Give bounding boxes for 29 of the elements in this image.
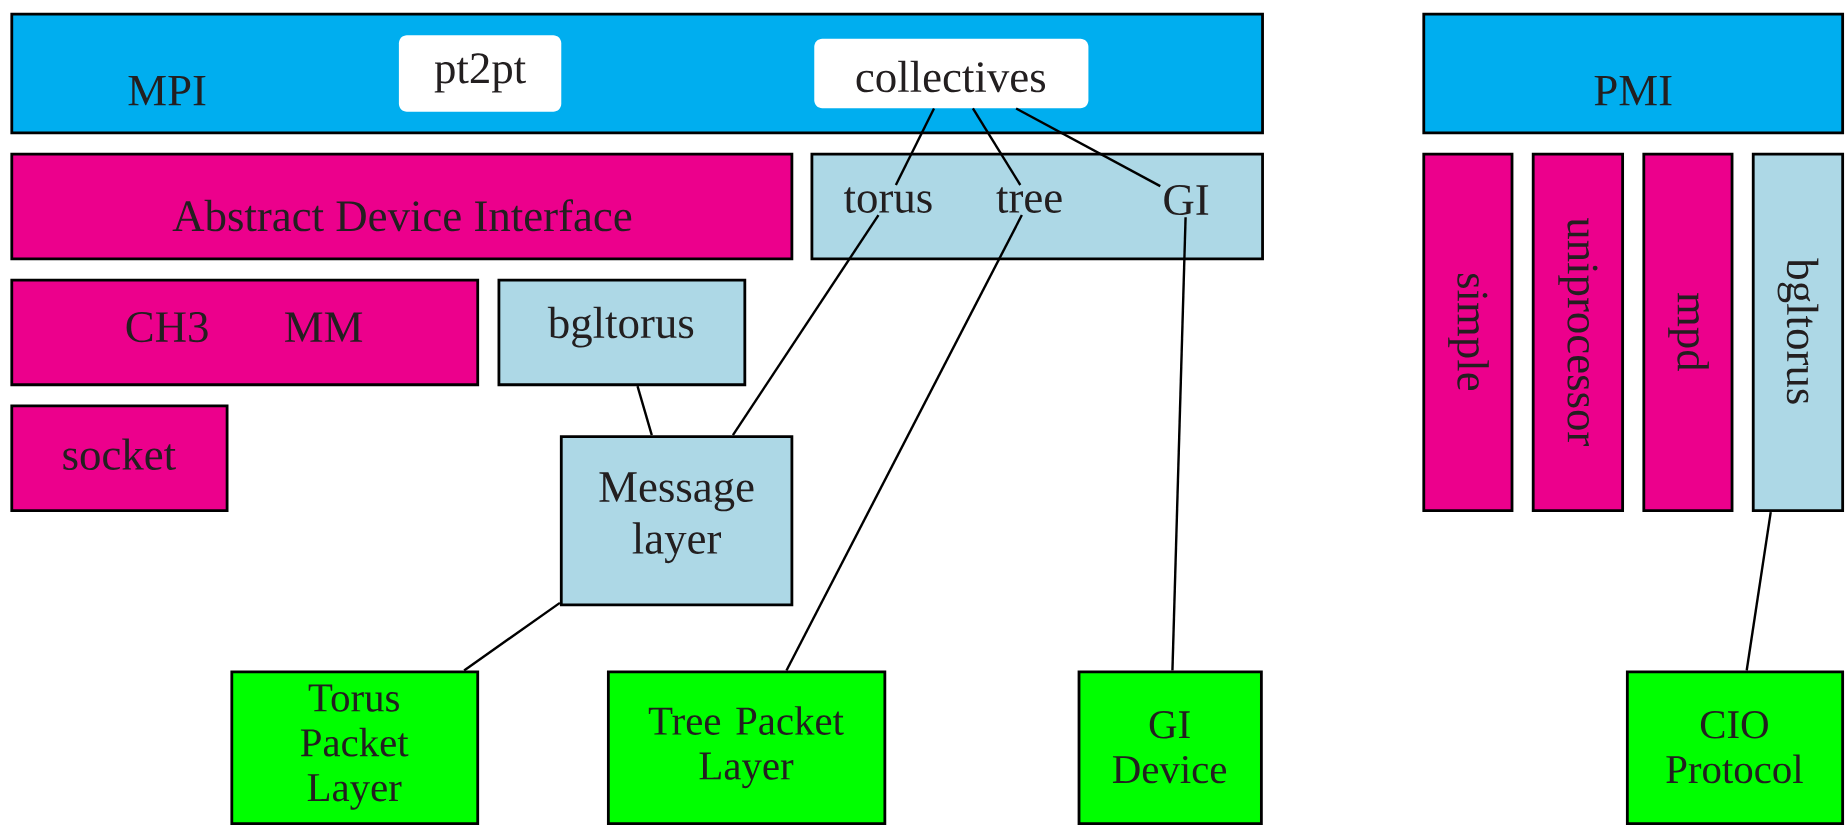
layer-box: uniprocessor (1531, 152, 1625, 512)
layer-box: Message layer (559, 435, 794, 607)
layer-box (810, 152, 1264, 261)
connector-line (1015, 107, 1161, 188)
label-box: pt2pt (398, 35, 562, 112)
hardware-box: CIO Protocol (1625, 670, 1845, 825)
connector-line (636, 385, 653, 436)
connector-line (785, 214, 1023, 671)
hardware-box: Torus Packet Layer (230, 670, 480, 825)
hardware-box: GI Device (1077, 670, 1263, 825)
component-label: GI (1164, 184, 1209, 215)
layer-box: CH3 MM (10, 278, 480, 387)
label-box: collectives (814, 38, 1089, 109)
layer-box: Abstract Device Interface (10, 152, 794, 261)
hardware-box: Tree Packet Layer (606, 670, 887, 825)
layer-box: socket (10, 404, 229, 512)
connector-line (463, 601, 561, 672)
connector-line (971, 107, 1022, 186)
connector-line (731, 214, 880, 436)
layer-box: mpd (1642, 152, 1734, 512)
component-label: torus (844, 187, 932, 213)
connector-line (1171, 217, 1187, 671)
layer-box: bgltorus (1751, 152, 1845, 512)
connector-line (1745, 511, 1772, 671)
layer-box: simple (1422, 152, 1514, 512)
layer-box: PMI (1422, 12, 1845, 135)
component-label: tree (996, 187, 1062, 213)
layer-box: bgltorus (497, 278, 747, 387)
connector-line (894, 107, 936, 186)
